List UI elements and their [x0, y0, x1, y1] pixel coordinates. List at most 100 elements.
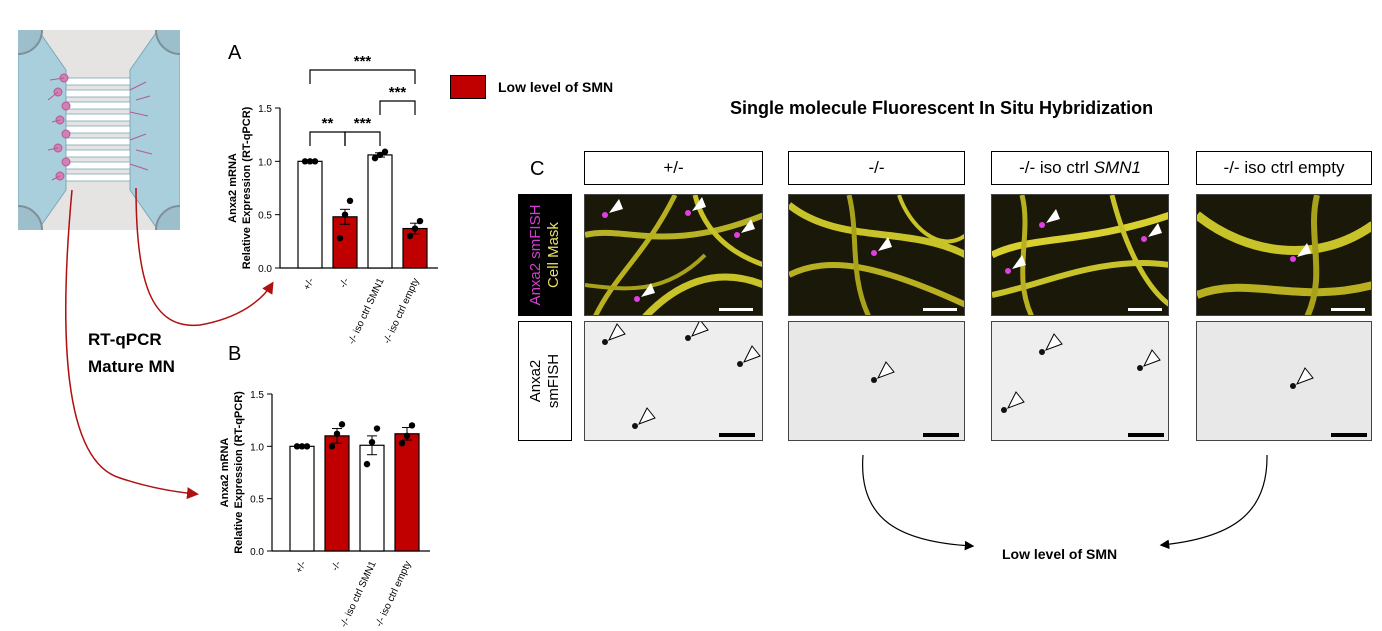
data-point	[371, 154, 379, 162]
x-tick-label: -/- iso ctrl SMN1	[338, 559, 378, 629]
y-tick-label: 0.0	[258, 264, 272, 275]
column-header-text: -/- iso ctrl empty	[1223, 158, 1345, 177]
y-axis-label: Anxa2 mRNA	[219, 438, 231, 508]
column-header-italic: SMN1	[1093, 158, 1141, 177]
column-header-text: -/- iso ctrl	[1019, 158, 1094, 177]
image-fluor-iso-smn1	[991, 194, 1169, 316]
data-point	[336, 234, 344, 242]
x-tick-label: -/- iso ctrl empty	[374, 560, 414, 629]
bar	[324, 435, 350, 552]
panel-c-label: C	[530, 158, 545, 180]
legend-label: Low level of SMN	[498, 79, 614, 95]
data-point	[303, 443, 311, 450]
row-label-gray-line2: smFISH	[545, 353, 562, 409]
y-tick-label: 1.0	[258, 157, 272, 168]
column-header-text: -/-	[868, 158, 885, 177]
x-tick-label: -/- iso ctrl empty	[382, 277, 422, 346]
image-gray-ko	[788, 321, 965, 441]
significance-bracket	[309, 69, 416, 84]
row-label-merged-line1: Anxa2 smFISH	[527, 204, 544, 306]
data-point	[293, 443, 301, 450]
legend: Low level of SMN	[450, 75, 613, 99]
rt-qpcr-label: RT-qPCR	[88, 330, 162, 349]
row-label-merged: Anxa2 smFISH Cell Mask	[518, 194, 572, 316]
data-point	[373, 425, 381, 432]
y-tick-label: 1.5	[258, 104, 272, 115]
y-axis-label: Anxa2 mRNA	[227, 153, 239, 223]
y-tick-label: 0.5	[258, 211, 272, 222]
x-tick-label: +/-	[302, 277, 317, 292]
data-point	[311, 158, 319, 165]
row-label-gray-line1: Anxa2	[527, 359, 544, 403]
data-point	[408, 422, 416, 429]
x-tick-label: -/-	[330, 560, 344, 573]
significance-label: ***	[354, 115, 372, 132]
row-label-merged-line2: Cell Mask	[545, 222, 562, 288]
bar	[367, 154, 393, 269]
column-header-ko: -/-	[788, 151, 965, 185]
figure-title: Single molecule Fluorescent In Situ Hybr…	[730, 98, 1154, 118]
y-tick-label: 0.0	[250, 547, 264, 558]
data-point	[381, 148, 389, 155]
y-tick-label: 1.5	[250, 390, 264, 401]
bar	[394, 433, 420, 552]
y-axis-label: Relative Expression (RT-qPCR)	[233, 391, 245, 554]
data-point	[368, 438, 376, 446]
significance-bracket	[344, 131, 381, 146]
arrow-to-graph-a	[135, 187, 274, 326]
data-point	[306, 158, 314, 165]
y-tick-label: 0.5	[250, 495, 264, 506]
mature-mn-label: Mature MN	[88, 357, 175, 376]
column-header-text: +/-	[663, 158, 684, 177]
data-point	[328, 443, 336, 450]
x-tick-label: +/-	[294, 560, 309, 575]
image-fluor-ko	[788, 194, 965, 316]
y-axis-label: Relative Expression (RT-qPCR)	[241, 106, 253, 269]
x-tick-label: -/- iso ctrl SMN1	[346, 276, 386, 346]
data-point	[398, 439, 406, 447]
bar	[289, 445, 315, 552]
column-header-het: +/-	[584, 151, 763, 185]
data-point	[298, 443, 306, 450]
data-point	[333, 430, 341, 437]
column-header-iso-smn1: -/- iso ctrl SMN1	[991, 151, 1169, 185]
panel-b-label: B	[228, 343, 242, 365]
x-tick-label: -/-	[338, 277, 352, 290]
data-point	[338, 421, 346, 428]
bar	[332, 216, 358, 269]
data-point	[301, 158, 309, 165]
significance-label: **	[322, 115, 334, 132]
data-point	[341, 211, 349, 218]
image-gray-iso-smn1	[991, 321, 1169, 441]
data-point	[403, 432, 411, 440]
arrow-right-to-bottom-label	[1159, 454, 1268, 550]
data-point	[363, 460, 371, 468]
data-point	[416, 217, 424, 225]
data-point	[406, 232, 414, 240]
row-label-gray: Anxa2 smFISH	[518, 321, 572, 441]
bar	[359, 444, 385, 552]
y-tick-label: 1.0	[250, 442, 264, 453]
image-gray-het	[584, 321, 763, 441]
bar	[402, 227, 428, 269]
significance-label: ***	[354, 53, 372, 70]
bar	[297, 160, 323, 269]
data-point	[346, 197, 354, 204]
microfluidic-chip-diagram	[18, 30, 180, 230]
image-fluor-het	[584, 194, 763, 316]
bottom-low-smn-label: Low level of SMN	[1002, 546, 1118, 562]
arrow-left-to-bottom-label	[862, 454, 975, 551]
image-gray-iso-empty	[1196, 321, 1372, 441]
legend-swatch	[450, 75, 486, 99]
data-point	[411, 225, 419, 232]
significance-bracket	[309, 131, 346, 146]
column-header-iso-empty: -/- iso ctrl empty	[1196, 151, 1372, 185]
image-fluor-iso-empty	[1196, 194, 1372, 316]
data-point	[376, 151, 384, 159]
significance-label: ***	[389, 84, 407, 101]
arrow-to-graph-b	[64, 189, 199, 500]
panel-a-label: A	[228, 42, 242, 64]
